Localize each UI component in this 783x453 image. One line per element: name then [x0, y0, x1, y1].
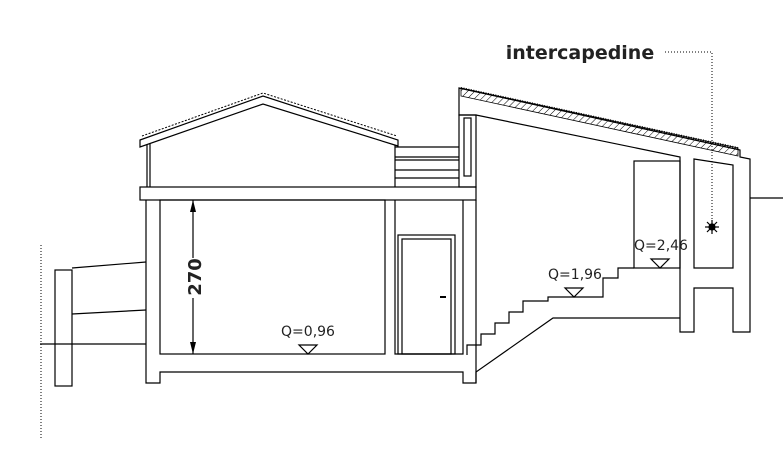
- green-roof: [458, 87, 783, 333]
- upper-room: [633, 160, 681, 269]
- level-marker-mid: Q=1,96: [548, 267, 602, 298]
- level-marker-upper: Q=2,46: [634, 238, 688, 269]
- door: [397, 234, 456, 355]
- left-retaining-wall: [40, 245, 147, 440]
- leader-burst-icon: [705, 220, 719, 234]
- height-dimension: 270: [183, 200, 206, 354]
- svg-text:Q=1,96: Q=1,96: [548, 267, 602, 283]
- svg-text:intercapedine: intercapedine: [506, 42, 654, 64]
- svg-text:Q=0,96: Q=0,96: [281, 324, 335, 340]
- level-marker-ground: Q=0,96: [281, 324, 335, 355]
- dimension-label: 270: [185, 258, 206, 296]
- balcony-railing: [395, 146, 459, 179]
- intercapedine-cavity: [693, 158, 734, 269]
- svg-text:Q=2,46: Q=2,46: [634, 238, 688, 254]
- stairs: [466, 267, 680, 383]
- intercapedine-annotation: intercapedine: [506, 42, 719, 234]
